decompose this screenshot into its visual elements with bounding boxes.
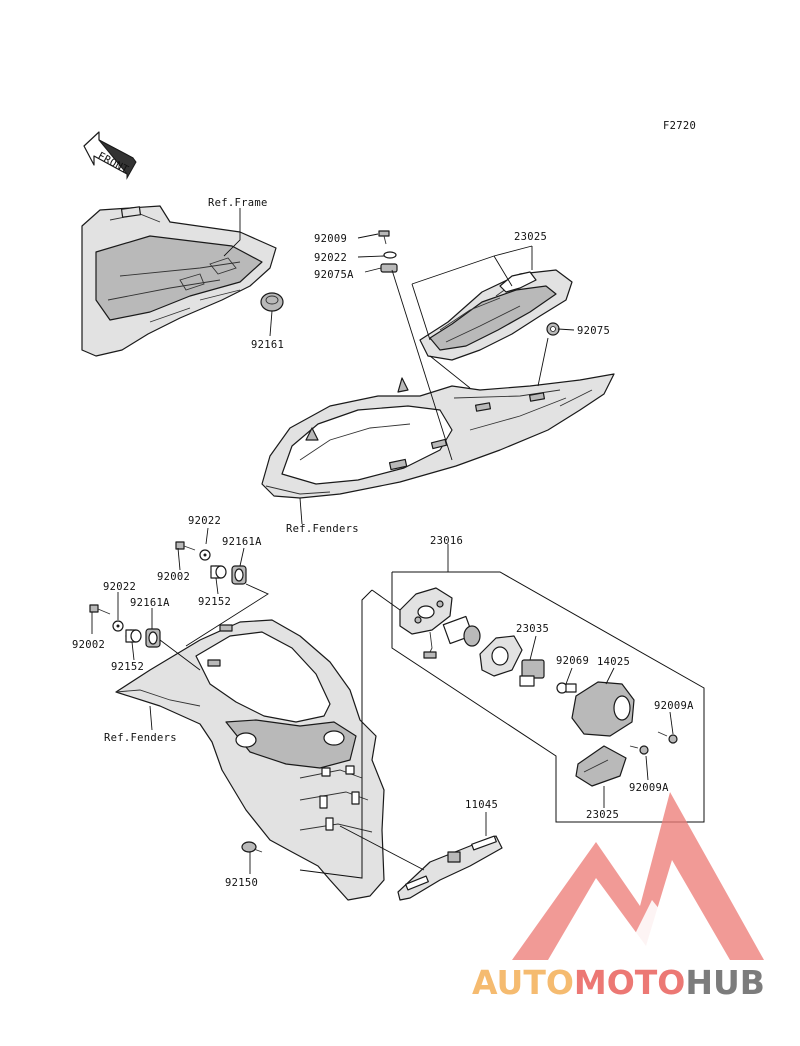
label-92022-top: 92022: [314, 252, 347, 264]
watermark-part-moto: MOTO: [574, 963, 685, 1002]
label-92152-b: 92152: [111, 661, 144, 673]
label-92022-a: 92022: [188, 515, 221, 527]
rear-frame: [81, 205, 277, 357]
watermark-logo: AUTOMOTOHUB: [472, 792, 765, 1002]
label-ref-fenders-bottom: Ref.Fenders: [104, 732, 177, 744]
rear-fender-top: [261, 373, 615, 499]
collar-92152-a: [210, 565, 227, 579]
figure-code: F2720: [663, 120, 696, 132]
grommet-92161: [260, 292, 284, 312]
label-92022-b: 92022: [103, 581, 136, 593]
label-23025-bottom: 23025: [586, 809, 619, 821]
tail-light-23025: [419, 269, 573, 361]
leader-lines: [91, 208, 705, 879]
label-92152-a: 92152: [198, 596, 231, 608]
label-92150: 92150: [225, 877, 258, 889]
bolt-92150: [241, 841, 263, 853]
label-92161: 92161: [251, 339, 284, 351]
label-23016: 23016: [430, 535, 463, 547]
screw-92009A-b: [629, 745, 649, 755]
washer-92022-a: [199, 549, 211, 561]
screw-92009A-a: [657, 731, 678, 744]
label-92161A-b: 92161A: [130, 597, 170, 609]
damper-92161A-b: [145, 628, 161, 648]
label-92069: 92069: [556, 655, 589, 667]
label-92002-a: 92002: [157, 571, 190, 583]
label-92009: 92009: [314, 233, 347, 245]
damper-92161A-a: [231, 565, 247, 585]
screw-92009: [378, 230, 390, 245]
label-11045: 11045: [465, 799, 498, 811]
part-labels: Ref.Frame 92161 92009 92022 92075A 23025…: [72, 197, 694, 889]
label-92009A-a: 92009A: [654, 700, 694, 712]
rear-fender-bottom: [115, 619, 385, 901]
bolt-92002-b: [89, 604, 111, 615]
label-92075A: 92075A: [314, 269, 354, 281]
connector-23035: [519, 659, 545, 687]
watermark-part-auto: AUTO: [472, 963, 574, 1002]
label-ref-frame: Ref.Frame: [208, 197, 268, 209]
light-base-23016: [399, 587, 453, 659]
label-92161A-a: 92161A: [222, 536, 262, 548]
lens-holder-23035: [479, 635, 523, 677]
label-92075: 92075: [577, 325, 610, 337]
label-23025-top: 23025: [514, 231, 547, 243]
washer-92022-top: [383, 251, 397, 259]
bulb-92069: [556, 682, 577, 694]
washer-92022-b: [112, 620, 124, 632]
label-23035: 23035: [516, 623, 549, 635]
label-92002-b: 92002: [72, 639, 105, 651]
nut-92075: [546, 322, 560, 336]
bolt-92002-a: [175, 541, 196, 551]
lamp-housing-14025: [571, 681, 635, 737]
watermark-part-hub: HUB: [685, 963, 765, 1002]
collar-92152-b: [125, 629, 142, 643]
lens-23025-bottom: [575, 745, 627, 787]
label-92009A-b: 92009A: [629, 782, 669, 794]
label-14025: 14025: [597, 656, 630, 668]
watermark-text-auto: AUTOMOTOHUB: [472, 963, 765, 1002]
front-arrow-icon: FRONT: [83, 131, 137, 180]
socket-23016: [442, 615, 481, 647]
bracket-11045: [397, 835, 503, 901]
grommet-92075A: [380, 263, 398, 273]
label-ref-fenders-top: Ref.Fenders: [286, 523, 359, 535]
